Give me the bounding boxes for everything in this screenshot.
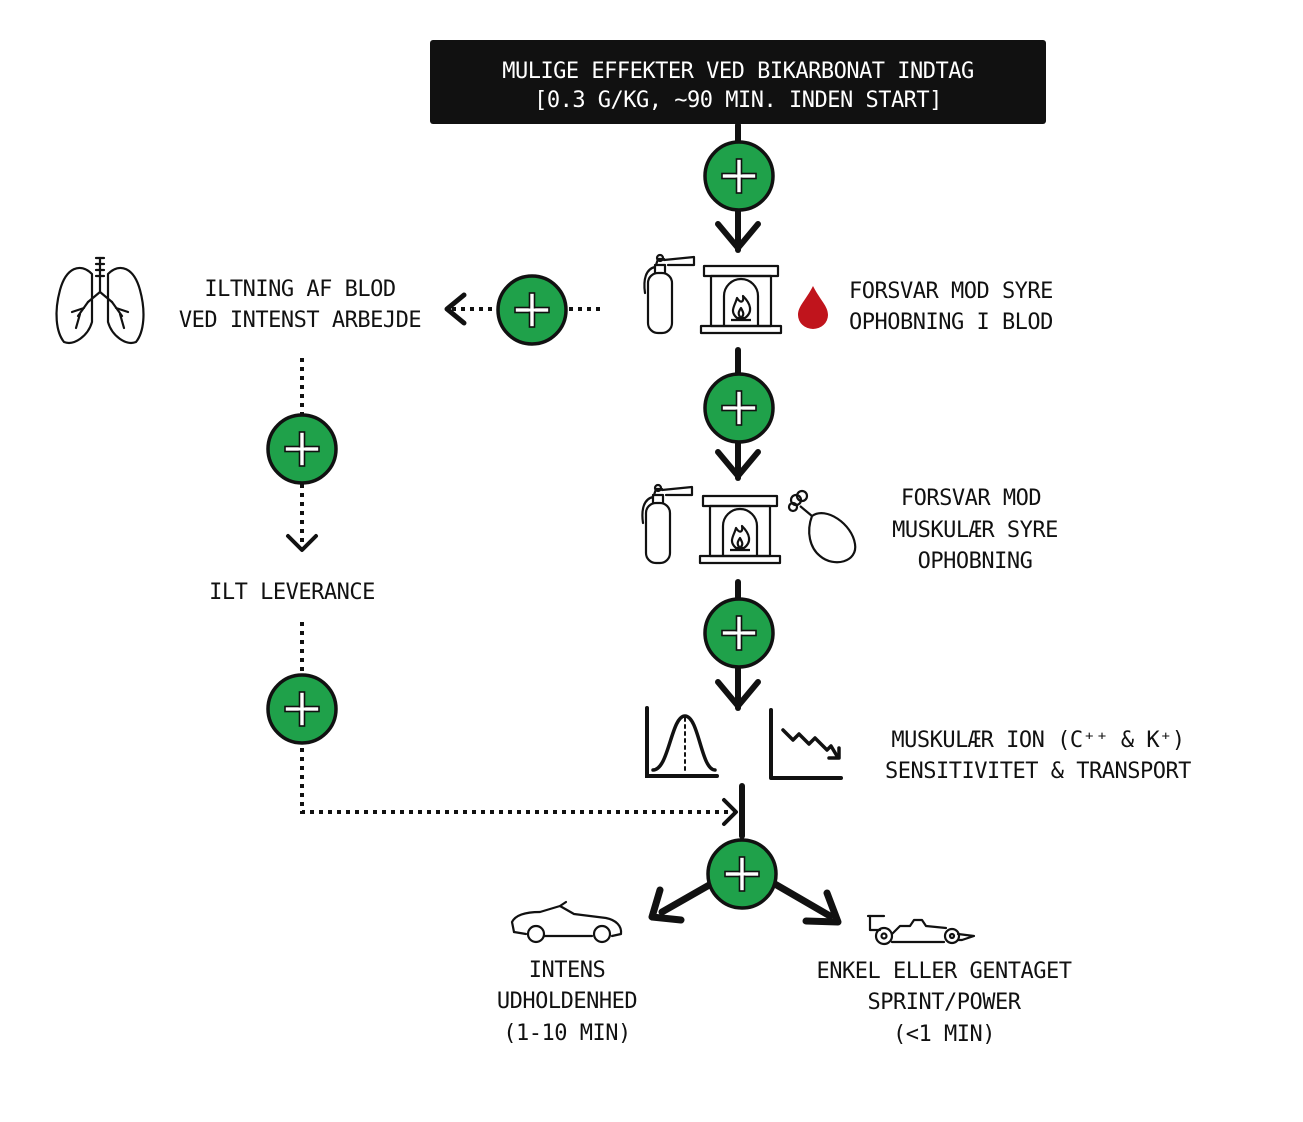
plus-icon	[266, 673, 338, 745]
endurance-line-2: UDHOLDENHED	[497, 989, 637, 1014]
node-oxygenation: ILTNING AF BLOD VED INTENST ARBEJDE	[55, 256, 422, 344]
plus-icon	[266, 413, 338, 485]
node-endurance: INTENS UDHOLDENHED (1-10 MIN)	[497, 900, 638, 1046]
header-line-1: MULIGE EFFEKTER VED BIKARBONAT INDTAG	[502, 59, 974, 84]
endurance-line-1: INTENS	[529, 958, 605, 983]
node-ion-transport: MUSKULÆR ION (C⁺⁺ & K⁺) SENSITIVITET & T…	[645, 706, 1192, 784]
arrowhead-1	[715, 221, 761, 251]
plus-icon	[496, 274, 568, 346]
node-sprint: ENKEL ELLER GENTAGET SPRINT/POWER (<1 MI…	[817, 914, 1072, 1047]
connectors	[286, 122, 842, 926]
plus-icon	[703, 140, 775, 212]
sprint-line-2: SPRINT/POWER	[868, 990, 1022, 1015]
dotted-delivery-to-junction	[300, 622, 736, 814]
oxygenation-line-1: ILTNING AF BLOD	[204, 277, 395, 302]
sprint-line-3: (<1 MIN)	[893, 1022, 995, 1047]
convertible-car-icon	[510, 900, 623, 944]
node-blood-buffer: FORSVAR MOD SYRE OPHOBNING I BLOD	[643, 253, 1053, 335]
oxygenation-line-2: VED INTENST ARBEJDE	[179, 308, 421, 333]
declining-chart-icon	[769, 708, 843, 780]
fireplace-icon	[698, 494, 782, 565]
oxygen-delivery-label: ILT LEVERANCE	[209, 580, 375, 605]
plus-icon	[703, 597, 775, 669]
drumstick-icon	[787, 489, 857, 564]
endurance-line-3: (1-10 MIN)	[503, 1021, 630, 1046]
muscle-buffer-line-1: FORSVAR MOD	[901, 486, 1041, 511]
muscle-buffer-line-2: MUSKULÆR SYRE	[892, 518, 1058, 543]
fireplace-icon	[699, 264, 783, 335]
plus-icon	[703, 372, 775, 444]
ion-transport-line-1: MUSKULÆR ION (C⁺⁺ & K⁺)	[891, 728, 1184, 753]
arrowhead-delivery	[286, 534, 318, 552]
plus-icon	[706, 838, 778, 910]
arrowhead-sprint	[802, 889, 842, 926]
sprint-line-1: ENKEL ELLER GENTAGET	[817, 959, 1072, 984]
arrowhead-endurance	[648, 886, 685, 924]
race-car-icon	[866, 914, 976, 946]
arrow-to-sprint	[764, 876, 834, 920]
lungs-icon	[55, 256, 145, 344]
ion-transport-line-2: SENSITIVITET & TRANSPORT	[885, 759, 1191, 784]
header-line-2: [0.3 G/KG, ~90 MIN. INDEN START]	[534, 88, 942, 113]
arrowhead-2	[715, 449, 761, 479]
arrowhead-oxygenation	[444, 292, 467, 326]
bell-curve-chart-icon	[645, 706, 719, 778]
fire-extinguisher-icon	[643, 253, 696, 335]
blood-buffer-line-1: FORSVAR MOD SYRE	[849, 279, 1053, 304]
header-box: MULIGE EFFEKTER VED BIKARBONAT INDTAG [0…	[430, 40, 1046, 124]
arrowhead-junction	[722, 798, 738, 826]
fire-extinguisher-icon	[641, 483, 694, 565]
arrowhead-3	[715, 679, 761, 709]
blood-drop-icon	[798, 286, 828, 329]
node-muscle-buffer: FORSVAR MOD MUSKULÆR SYRE OPHOBNING	[641, 483, 1058, 574]
muscle-buffer-line-3: OPHOBNING	[918, 549, 1033, 574]
blood-buffer-line-2: OPHOBNING I BLOD	[849, 310, 1053, 335]
plus-badges	[266, 140, 778, 910]
